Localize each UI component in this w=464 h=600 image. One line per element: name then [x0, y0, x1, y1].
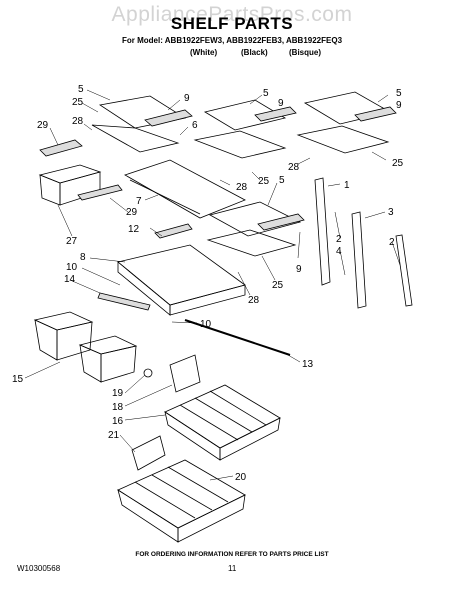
- callout: 28: [236, 182, 248, 193]
- callout: 5: [263, 88, 269, 99]
- glass-shelf: [124, 159, 246, 219]
- callout: 5: [78, 84, 84, 95]
- callout: 13: [302, 359, 314, 370]
- callout: 1: [344, 180, 350, 191]
- drawer-rod: [184, 319, 291, 356]
- callout: 9: [296, 264, 302, 275]
- color-white: (White): [190, 48, 218, 57]
- document-number: W10300568: [17, 564, 61, 573]
- callout: 28: [248, 295, 260, 306]
- callout: 7: [136, 196, 142, 207]
- shelf-top-middle: [193, 99, 297, 159]
- shelf-middle-right: [206, 201, 305, 257]
- callout: 29: [126, 207, 138, 218]
- callout: 19: [112, 388, 124, 399]
- callout: 16: [112, 416, 124, 427]
- deli-drawer: [97, 223, 246, 316]
- callout: 2: [336, 234, 342, 245]
- callout: 25: [72, 97, 84, 108]
- basket-divider: [131, 435, 166, 471]
- model-list: For Model: ABB1922FEW3, ABB1922FEB3, ABB…: [121, 36, 343, 45]
- shelf-top-right: [296, 91, 397, 154]
- callout: 27: [66, 236, 78, 247]
- callout: 8: [80, 252, 86, 263]
- callout: 18: [112, 402, 124, 413]
- callout: 9: [396, 100, 402, 111]
- callout: 21: [108, 430, 120, 441]
- callout: 5: [279, 175, 285, 186]
- callout: 12: [128, 224, 140, 235]
- callout: 5: [396, 88, 402, 99]
- callout: 4: [336, 246, 342, 257]
- callout: 9: [278, 98, 284, 109]
- callout: 10: [66, 262, 78, 273]
- callout: 3: [388, 207, 394, 218]
- callout: 25: [258, 176, 270, 187]
- callout: 15: [12, 374, 24, 385]
- callout: 28: [72, 116, 84, 127]
- callout: 25: [392, 158, 404, 169]
- basket-bracket: [143, 354, 201, 393]
- callout: 25: [272, 280, 284, 291]
- callout: 29: [37, 120, 49, 131]
- wire-basket-upper: [164, 384, 281, 461]
- wire-basket-lower: [117, 459, 246, 543]
- page-title: SHELF PARTS: [170, 14, 294, 33]
- callout: 6: [192, 120, 198, 131]
- page-number: 11: [228, 564, 237, 573]
- color-black: (Black): [241, 48, 268, 57]
- callout: 10: [200, 319, 212, 330]
- shelf-rails: [314, 177, 413, 309]
- callout: 2: [389, 237, 395, 248]
- callout: 14: [64, 274, 76, 285]
- ordering-note: FOR ORDERING INFORMATION REFER TO PARTS …: [135, 551, 329, 558]
- crisper-bin-small: [38, 139, 123, 206]
- callout: 9: [184, 93, 190, 104]
- callout-labels: 5 9 25 29 28 6 5 9 5 9 28 25 1 28 25 7 5…: [12, 84, 404, 483]
- callout: 28: [288, 162, 300, 173]
- callout: 20: [235, 472, 247, 483]
- crisper-bins: [33, 311, 138, 383]
- color-bisque: (Bisque): [289, 48, 321, 57]
- shelf-top-left: [91, 95, 193, 153]
- watermark: AppliancePartsPros.com: [111, 3, 353, 26]
